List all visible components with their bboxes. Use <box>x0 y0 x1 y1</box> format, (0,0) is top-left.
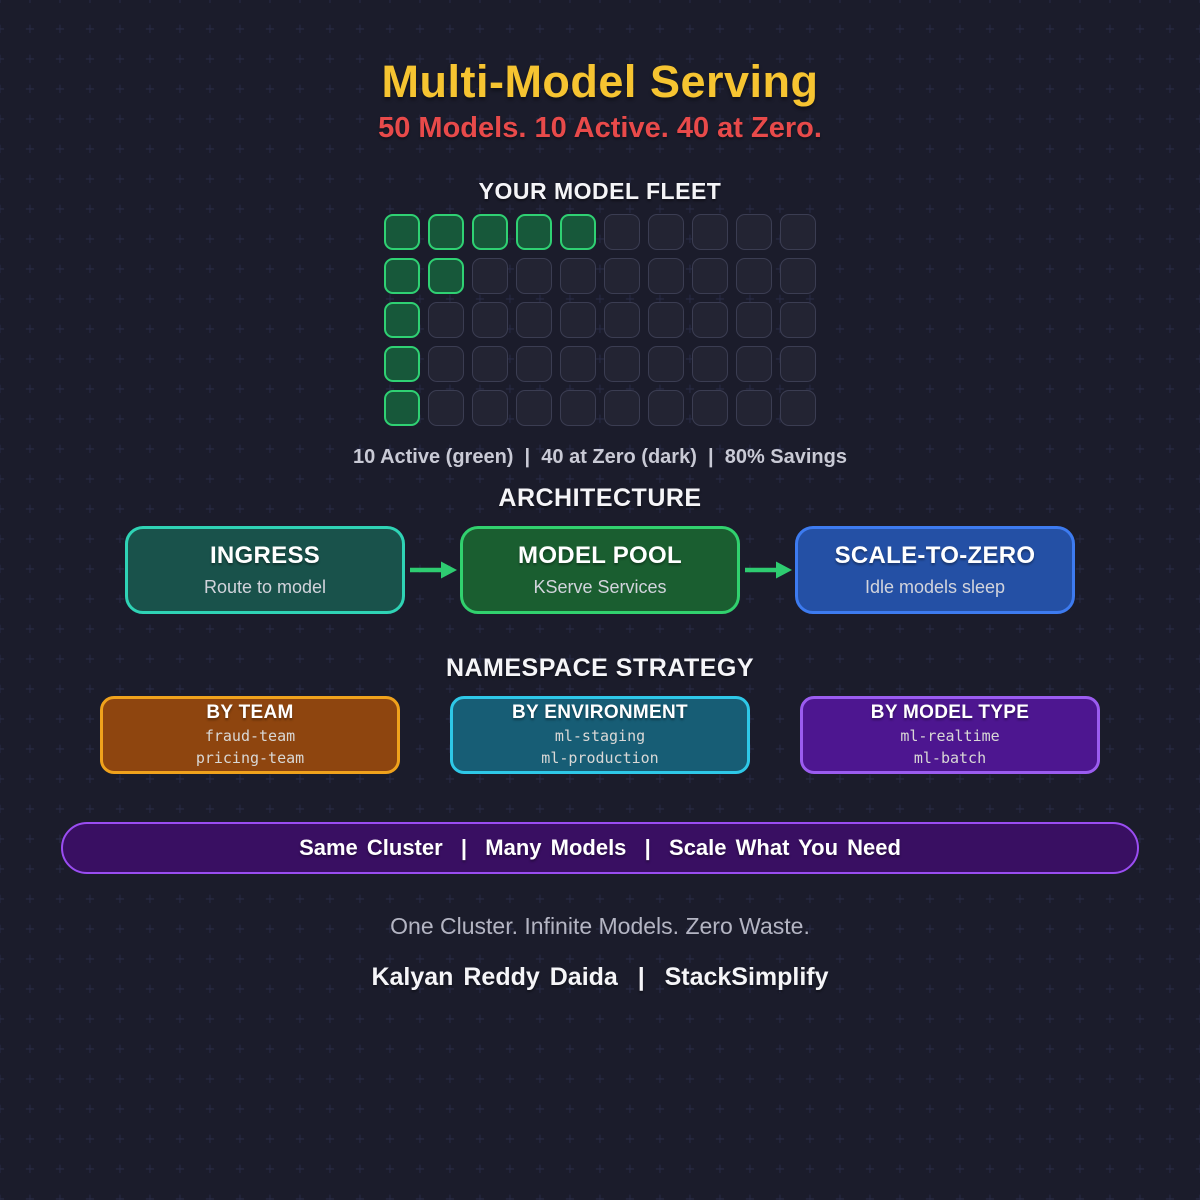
model-cell-idle <box>736 302 772 338</box>
page-title: Multi-Model Serving <box>381 56 819 107</box>
model-cell-idle <box>692 258 728 294</box>
model-cell-idle <box>604 302 640 338</box>
page-subtitle: 50 Models. 10 Active. 40 at Zero. <box>378 112 822 144</box>
flow-arrow-icon <box>745 561 792 579</box>
model-cell-idle <box>472 302 508 338</box>
model-cell-idle <box>604 346 640 382</box>
model-cell-active <box>560 214 596 250</box>
model-cell-active <box>384 258 420 294</box>
model-cell-active <box>384 390 420 426</box>
model-cell-idle <box>736 258 772 294</box>
credit: Kalyan Reddy Daida | StackSimplify <box>371 963 829 991</box>
model-cell-idle <box>648 258 684 294</box>
model-cell-idle <box>516 390 552 426</box>
model-cell-active <box>384 302 420 338</box>
fleet-heading: YOUR MODEL FLEET <box>478 178 722 204</box>
model-cell-idle <box>648 390 684 426</box>
model-cell-idle <box>516 346 552 382</box>
model-cell-active <box>384 346 420 382</box>
model-cell-active <box>516 214 552 250</box>
model-cell-idle <box>780 346 816 382</box>
model-cell-idle <box>692 390 728 426</box>
model-cell-idle <box>692 346 728 382</box>
namespace-value: ml-production <box>541 749 659 767</box>
model-cell-idle <box>736 390 772 426</box>
model-cell-idle <box>560 390 596 426</box>
model-cell-idle <box>780 258 816 294</box>
card-title: BY TEAM <box>206 702 294 723</box>
fleet-caption: 10 Active (green) | 40 at Zero (dark) | … <box>353 446 847 468</box>
architecture-heading: ARCHITECTURE <box>498 484 702 512</box>
card-title: BY MODEL TYPE <box>870 702 1030 723</box>
node-subtitle: Route to model <box>203 577 327 597</box>
model-cell-idle <box>736 346 772 382</box>
summary-banner: Same Cluster | Many Models | Scale What … <box>61 822 1139 874</box>
model-cell-idle <box>560 346 596 382</box>
namespace-value: ml-staging <box>554 727 646 745</box>
model-cell-active <box>428 258 464 294</box>
model-cell-idle <box>560 302 596 338</box>
namespace-value: pricing-team <box>195 749 305 767</box>
node-subtitle: KServe Services <box>533 577 667 597</box>
architecture-node-scale-to-zero: SCALE-TO-ZERO Idle models sleep <box>795 526 1075 614</box>
architecture-flow: INGRESS Route to model MODEL POOL KServe… <box>0 526 1200 614</box>
banner-text: Same Cluster | Many Models | Scale What … <box>299 835 901 860</box>
model-cell-idle <box>604 258 640 294</box>
namespace-value: ml-realtime <box>900 727 1000 745</box>
architecture-node-model-pool: MODEL POOL KServe Services <box>460 526 740 614</box>
model-cell-idle <box>560 258 596 294</box>
model-cell-idle <box>428 302 464 338</box>
model-cell-idle <box>428 346 464 382</box>
architecture-node-ingress: INGRESS Route to model <box>125 526 405 614</box>
model-cell-idle <box>648 346 684 382</box>
namespace-card-by-team: BY TEAM fraud-team pricing-team <box>100 696 400 774</box>
namespace-card-by-model-type: BY MODEL TYPE ml-realtime ml-batch <box>800 696 1100 774</box>
model-cell-idle <box>780 214 816 250</box>
tagline: One Cluster. Infinite Models. Zero Waste… <box>390 913 810 939</box>
model-fleet-grid <box>384 214 816 426</box>
model-cell-idle <box>516 302 552 338</box>
model-cell-idle <box>648 302 684 338</box>
model-cell-active <box>428 214 464 250</box>
model-cell-idle <box>648 214 684 250</box>
model-cell-active <box>384 214 420 250</box>
node-subtitle: Idle models sleep <box>864 577 1006 597</box>
namespace-value: fraud-team <box>204 727 296 745</box>
namespace-value: ml-batch <box>913 749 987 767</box>
model-cell-idle <box>692 214 728 250</box>
namespace-heading: NAMESPACE STRATEGY <box>445 654 755 682</box>
model-cell-idle <box>604 214 640 250</box>
model-cell-idle <box>692 302 728 338</box>
node-title: INGRESS <box>209 542 321 569</box>
namespace-card-by-environment: BY ENVIRONMENT ml-staging ml-production <box>450 696 750 774</box>
node-title: SCALE-TO-ZERO <box>834 542 1036 569</box>
model-cell-idle <box>736 214 772 250</box>
namespace-cards: BY TEAM fraud-team pricing-team BY ENVIR… <box>0 696 1200 774</box>
model-cell-idle <box>780 390 816 426</box>
flow-arrow-icon <box>410 561 457 579</box>
model-cell-idle <box>428 390 464 426</box>
model-cell-idle <box>780 302 816 338</box>
model-cell-idle <box>472 346 508 382</box>
model-cell-active <box>472 214 508 250</box>
model-cell-idle <box>604 390 640 426</box>
model-cell-idle <box>516 258 552 294</box>
node-title: MODEL POOL <box>518 542 682 569</box>
model-cell-idle <box>472 390 508 426</box>
model-cell-idle <box>472 258 508 294</box>
card-title: BY ENVIRONMENT <box>512 702 688 723</box>
